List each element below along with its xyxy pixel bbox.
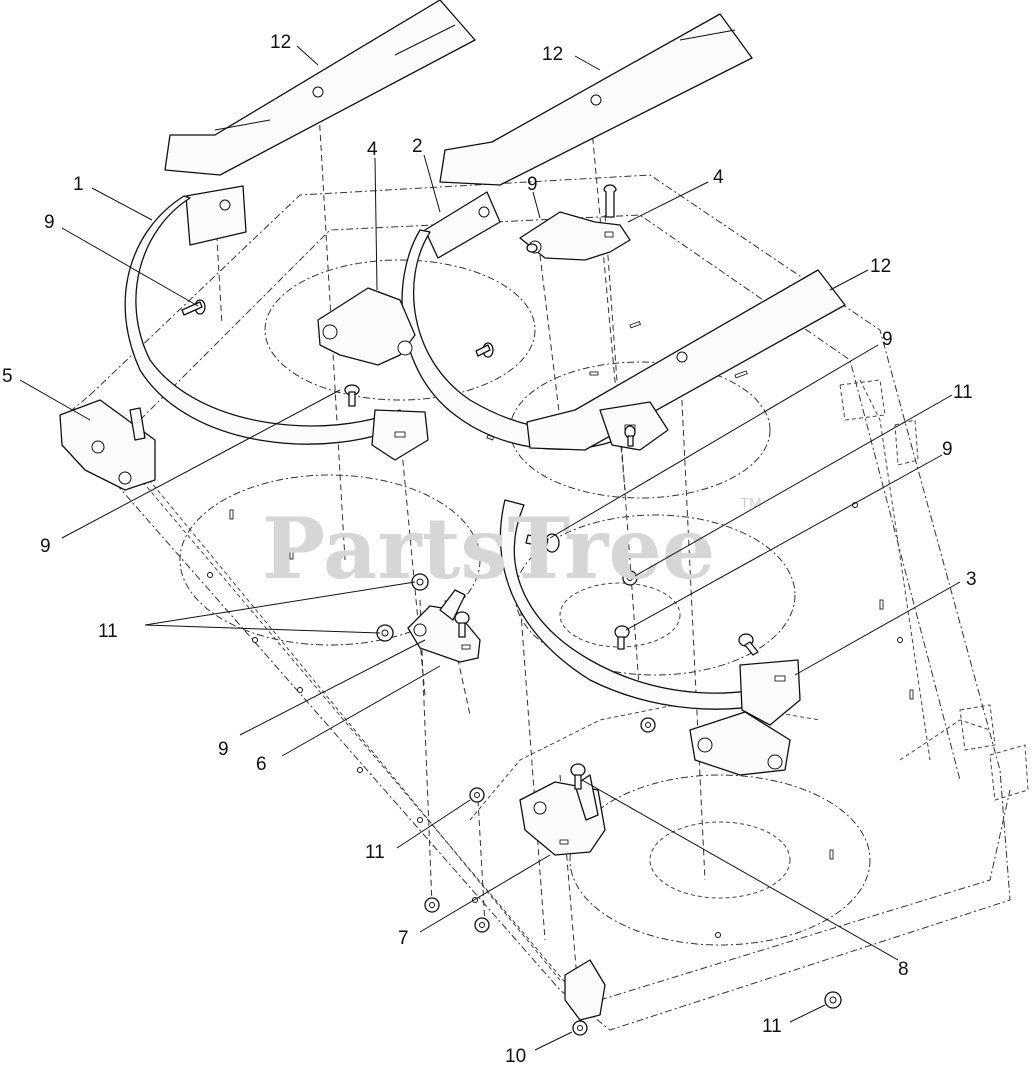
deck-front-skid (564, 959, 606, 1021)
nut-icon (469, 787, 485, 803)
nut-icon (424, 897, 440, 913)
nut-icon (474, 917, 490, 933)
bolt-icon (526, 243, 538, 253)
blade-top-left (164, 0, 476, 176)
callout-7: 7 (398, 928, 409, 949)
callout-6: 6 (256, 754, 267, 775)
nut-icon (640, 717, 656, 733)
callout-11: 11 (762, 1016, 782, 1037)
callout-2: 2 (412, 136, 423, 157)
bolt-icon (475, 342, 494, 358)
bolt-icon (525, 533, 560, 553)
callout-9: 9 (882, 329, 893, 350)
callout-8: 8 (898, 959, 909, 980)
nuts (376, 570, 842, 1036)
baffle-left (124, 185, 429, 461)
watermark: PartsTree TM (262, 495, 762, 598)
baffle-right-lower (499, 499, 801, 776)
callout-11: 11 (953, 382, 973, 403)
callout-9: 9 (40, 536, 51, 557)
bolts (181, 243, 759, 790)
callout-12: 12 (870, 256, 891, 277)
bracket-left (59, 399, 156, 491)
callout-4: 4 (367, 139, 378, 160)
mower-deck-housing (59, 174, 1029, 1031)
callout-11: 11 (98, 621, 118, 642)
latch-bracket-center (407, 589, 481, 663)
watermark-text: PartsTree (262, 499, 715, 598)
nut-icon (824, 991, 842, 1009)
callout-4: 4 (713, 167, 724, 188)
nut-icon (411, 573, 429, 591)
callout-5: 5 (2, 366, 13, 387)
latch-bracket-front (519, 774, 606, 856)
blade-right (526, 269, 846, 451)
callout-9: 9 (218, 739, 229, 760)
bolt-icon (738, 633, 759, 656)
pivot-bracket-right (519, 184, 631, 261)
blade-top-right (439, 13, 753, 186)
callout-11: 11 (365, 842, 385, 863)
callout-9: 9 (44, 212, 55, 233)
bolt-icon (570, 763, 586, 790)
bolt-icon (614, 625, 630, 650)
leader-lines (19, 45, 961, 1051)
callout-labels: 12 12 12 1 2 4 4 9 9 9 9 9 9 5 11 11 11 … (2, 32, 977, 1067)
bolt-icon (454, 611, 470, 638)
bolt-icon (181, 299, 206, 316)
callout-9: 9 (942, 439, 953, 460)
nut-icon (622, 570, 638, 586)
bolt-icon (624, 425, 636, 447)
callout-12: 12 (542, 44, 563, 65)
callout-1: 1 (73, 174, 84, 195)
callout-3: 3 (966, 569, 977, 590)
nut-icon (572, 1020, 588, 1036)
watermark-trademark: TM (740, 495, 762, 512)
callout-9: 9 (527, 174, 538, 195)
callout-12: 12 (270, 32, 291, 53)
callout-10: 10 (505, 1046, 526, 1067)
bolt-icon (344, 384, 360, 407)
pivot-bracket-center (317, 287, 416, 366)
